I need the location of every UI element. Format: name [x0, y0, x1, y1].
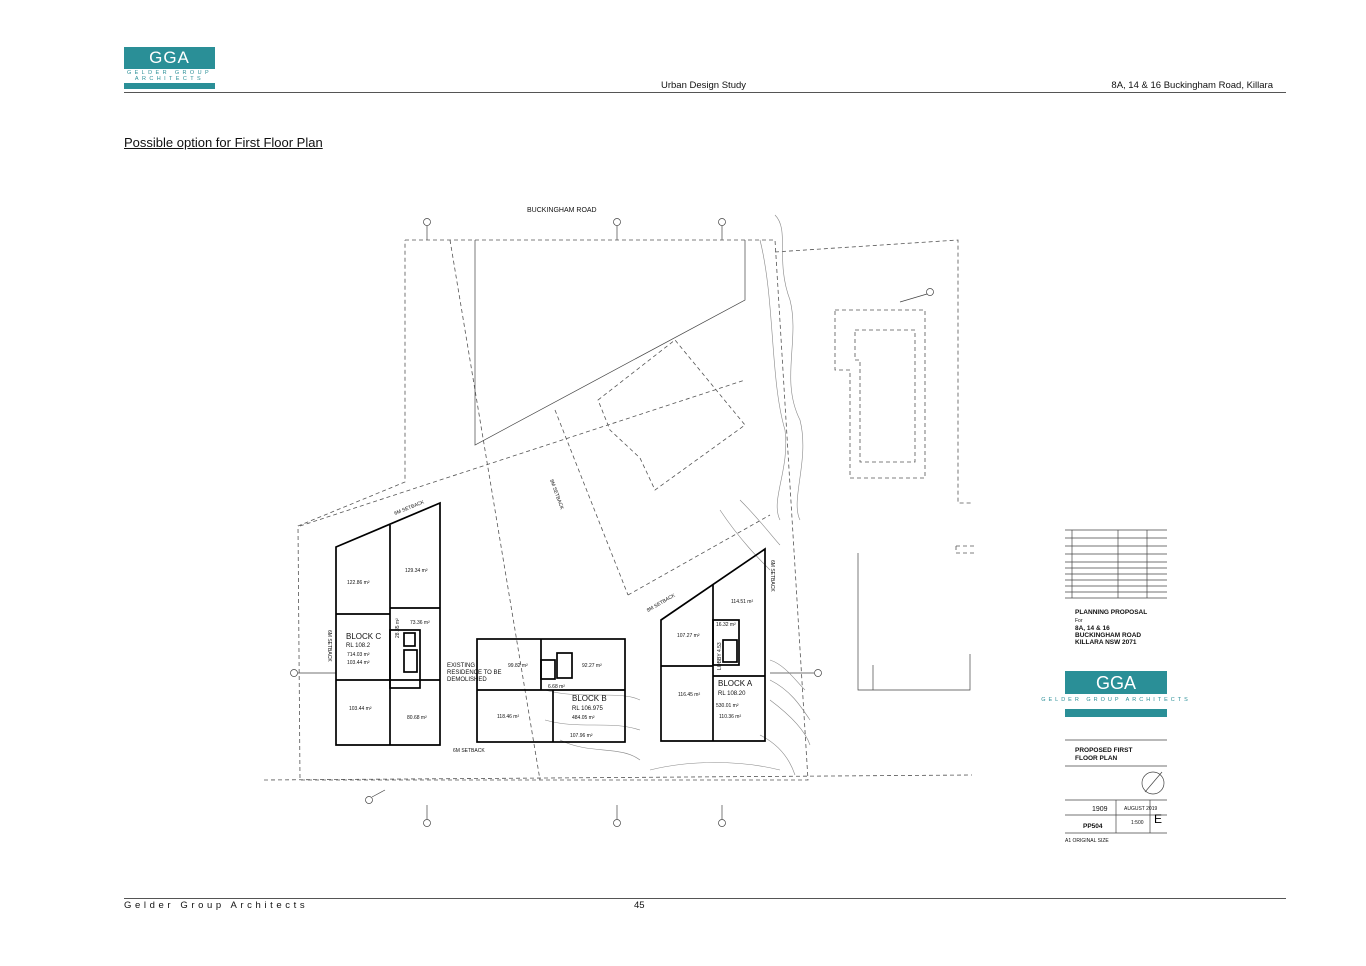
block-c-name: BLOCK C: [346, 632, 381, 641]
block-a-area-1: 114.51 m²: [731, 599, 753, 605]
block-a-name: BLOCK A: [718, 679, 753, 688]
neighbour-lot-lines: [474, 240, 971, 691]
tb-address-2: BUCKINGHAM ROAD: [1075, 632, 1141, 639]
block-b-name: BLOCK B: [572, 694, 607, 703]
site-boundary: [263, 239, 975, 781]
tb-date: AUGUST 2019: [1124, 806, 1157, 812]
header-project-address: 8A, 14 & 16 Buckingham Road, Killara: [1111, 80, 1273, 91]
tb-job-no: 1909: [1092, 806, 1108, 813]
tb-logo-mark: [1065, 671, 1167, 694]
block-b-gfa: 484.05 m²: [572, 715, 595, 721]
block-a-area-5: 110.36 m²: [719, 714, 741, 720]
block-c-gfa: 714.03 m²: [347, 652, 370, 658]
block-c-area-5: 103.44 m²: [347, 660, 370, 666]
setback-label-east: 6M SETBACK: [769, 560, 775, 592]
header-document-title: Urban Design Study: [661, 80, 747, 91]
block-b: 99.82 m² 92.27 m² 6.68 m² BLOCK B RL 106…: [476, 638, 626, 743]
header-rule: [124, 92, 1286, 93]
tb-drawing-2: FLOOR PLAN: [1075, 755, 1118, 762]
block-a-area-3: 16.32 m²: [716, 622, 736, 628]
company-logo: GGA GELDER GROUP ARCHITECTS: [124, 47, 215, 89]
footer-company: Gelder Group Architects: [124, 900, 309, 911]
tb-scale: 1:500: [1131, 820, 1144, 826]
road-label: BUCKINGHAM ROAD: [527, 207, 597, 214]
tb-address-1: 8A, 14 & 16: [1075, 625, 1110, 632]
tb-logo-text: GGA: [1096, 673, 1136, 693]
block-a-gfa: 530.01 m²: [716, 703, 739, 709]
tb-logo-bar: [1065, 709, 1167, 717]
block-b-area-4: 118.46 m²: [497, 714, 519, 720]
tb-revision: E: [1154, 812, 1162, 826]
tb-logo-sub: GELDER GROUP ARCHITECTS: [1041, 697, 1191, 703]
setback-label-west: 6M SETBACK: [326, 630, 332, 662]
block-c-area-6: 103.44 m²: [349, 706, 372, 712]
tb-sheet-size: A1 ORIGINAL SIZE: [1065, 838, 1109, 844]
logo-subtitle: GELDER GROUP ARCHITECTS: [126, 70, 213, 82]
page-title: Possible option for First Floor Plan: [124, 135, 323, 150]
block-a: 114.51 m² 107.27 m² 16.32 m² LOBBY 4.53 …: [660, 547, 766, 742]
block-b-area-2: 92.27 m²: [582, 663, 602, 669]
setback-label-a: 8M SETBACK: [646, 592, 677, 613]
block-b-area-1: 99.82 m²: [508, 663, 528, 669]
block-c-area-1: 122.86 m²: [347, 580, 370, 586]
block-a-area-2: 107.27 m²: [677, 633, 700, 639]
terrain-contours: [544, 214, 811, 776]
block-a-area-4: 116.45 m²: [678, 692, 700, 698]
tb-drawing-1: PROPOSED FIRST: [1075, 747, 1132, 754]
tb-for: For: [1075, 618, 1083, 624]
block-b-area-5: 107.96 m²: [570, 733, 593, 739]
block-b-area-3: 6.68 m²: [548, 684, 565, 690]
block-c-area-4: 28.35 m²: [395, 618, 401, 638]
setback-label-rear: 6M SETBACK: [394, 499, 426, 517]
block-c-area-3: 73.36 m²: [410, 620, 430, 626]
survey-markers: [290, 218, 934, 827]
tb-drawing-no: PP504: [1083, 823, 1103, 830]
title-block: PLANNING PROPOSAL For 8A, 14 & 16 BUCKIN…: [1041, 529, 1191, 844]
block-c-rl: RL 108.2: [346, 643, 371, 649]
block-c: 122.86 m² 129.34 m² 73.36 m² 28.35 m² BL…: [335, 501, 441, 746]
setback-label-mid: 8M SETBACK: [548, 479, 565, 511]
block-c-area-2: 129.34 m²: [405, 568, 428, 574]
setback-label-front: 6M SETBACK: [453, 748, 485, 754]
logo-bar: [124, 83, 215, 89]
block-a-rl: RL 108.20: [718, 691, 746, 697]
logo-mark: GGA: [124, 47, 215, 69]
tb-project: PLANNING PROPOSAL: [1075, 609, 1147, 616]
footer-rule: [124, 898, 1286, 899]
block-c-area-7: 80.68 m²: [407, 715, 427, 721]
block-b-rl: RL 106.975: [572, 706, 603, 712]
tb-address-3: KILLARA NSW 2071: [1075, 639, 1137, 646]
page-number: 45: [634, 900, 645, 911]
existing-dwelling-outlines: [597, 309, 926, 491]
lobby-label: LOBBY 4.53: [717, 642, 723, 670]
